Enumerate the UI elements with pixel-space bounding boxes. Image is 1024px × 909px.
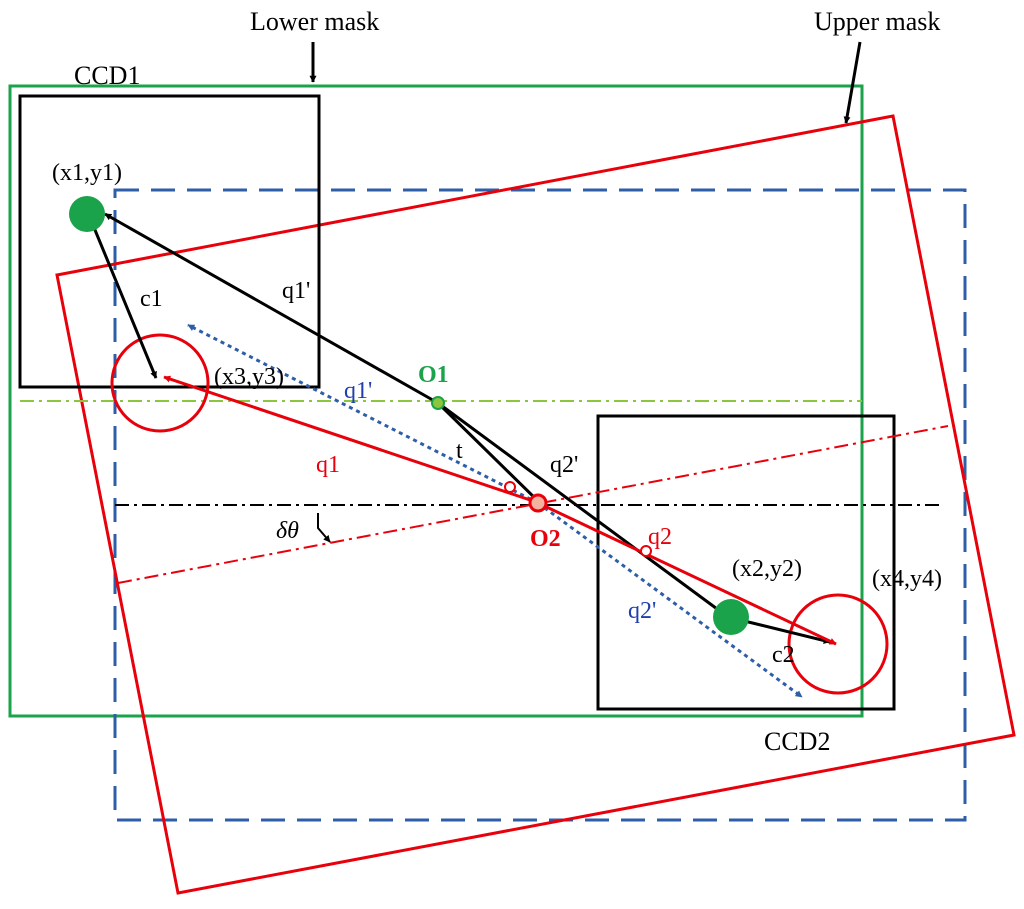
- marker-q1-red: [504, 481, 516, 493]
- delta-theta-label: δθ: [276, 518, 299, 544]
- q1-red-arrow: [163, 375, 537, 504]
- target-circle-x3y3: [110, 333, 210, 433]
- target-circle-x4y4: [787, 593, 889, 695]
- q2-prime-black-arrow: [437, 401, 729, 619]
- marker-q2-red: [640, 545, 652, 557]
- q2-red-arrow: [535, 500, 837, 646]
- o2-point: [528, 493, 548, 513]
- ccd2-frame: [596, 414, 896, 711]
- q1-prime-blue-arrow: [187, 323, 539, 505]
- q2-prime-blue-label: q2': [628, 598, 656, 624]
- point-label-x2y2: (x2,y2): [732, 556, 802, 582]
- q1-prime-blue-label: q1': [344, 378, 372, 404]
- q2-red-label: q2: [648, 524, 672, 550]
- ccd2-label: CCD2: [764, 727, 830, 756]
- c2-label: c2: [772, 642, 795, 668]
- q1-prime-black-arrow: [104, 212, 439, 405]
- ccd1-label: CCD1: [74, 61, 140, 90]
- q1-prime-black-label: q1': [282, 278, 310, 304]
- c1-label: c1: [140, 286, 163, 312]
- o2-label: O2: [530, 526, 561, 552]
- t-label: t: [456, 438, 463, 464]
- fiducial-x1y1: [69, 196, 105, 232]
- fiducial-x2y2: [713, 599, 749, 635]
- ccd1-frame: [18, 94, 321, 389]
- c2-arrow: [731, 616, 831, 644]
- delta-theta-arc: [317, 513, 331, 543]
- upper-mask-pointer: [843, 41, 862, 124]
- q2-prime-blue-arrow: [537, 501, 803, 699]
- lower-mask-label: Lower mask: [250, 7, 379, 36]
- point-label-x3y3: (x3,y3): [214, 364, 284, 390]
- t-arrow: [436, 401, 544, 507]
- o1-point: [431, 396, 445, 410]
- o1-label: O1: [418, 362, 449, 388]
- q2-prime-black-label: q2': [550, 452, 578, 478]
- c1-arrow: [86, 212, 158, 379]
- upper-mask-label: Upper mask: [814, 7, 940, 36]
- centerline-red: [117, 425, 949, 584]
- point-label-x4y4: (x4,y4): [872, 566, 942, 592]
- q1-red-label: q1: [316, 452, 340, 478]
- point-label-x1y1: (x1,y1): [52, 160, 122, 186]
- upper-mask-frame: [55, 114, 1016, 895]
